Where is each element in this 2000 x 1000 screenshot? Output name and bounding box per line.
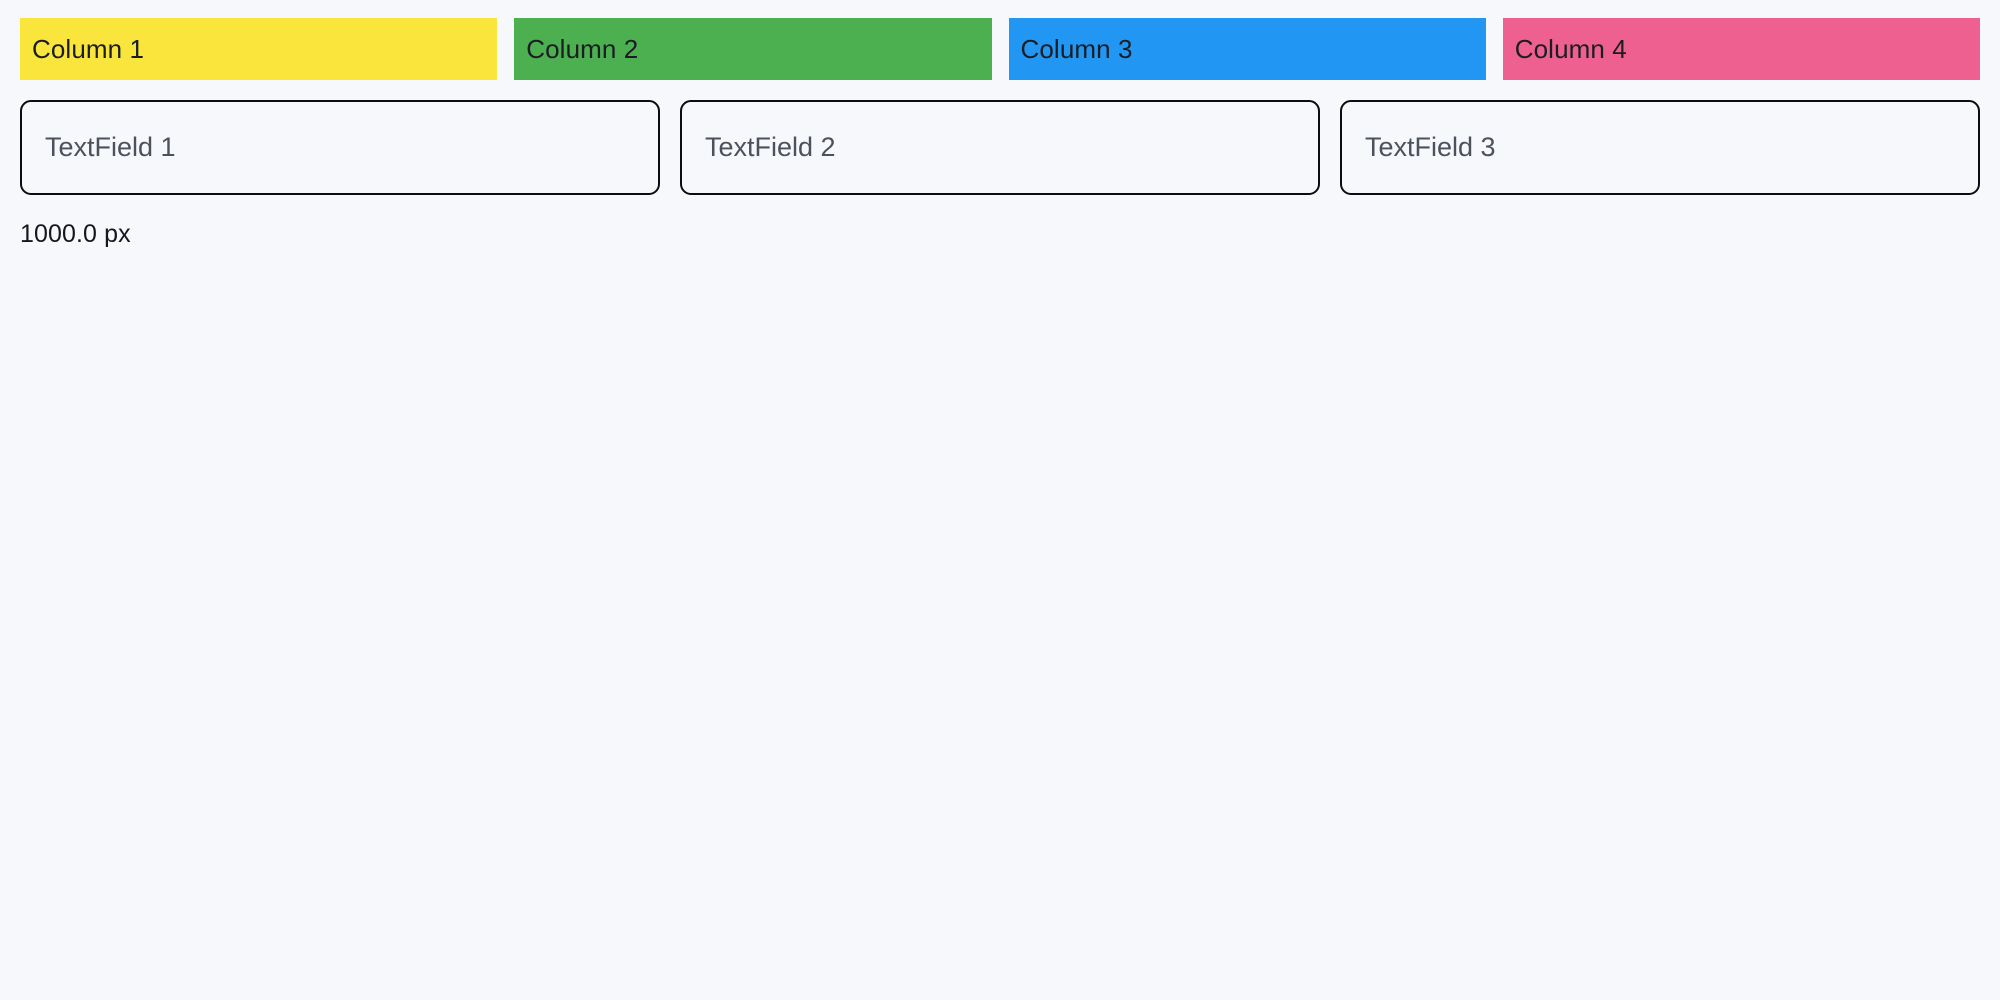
- column-cell-4[interactable]: Column 4: [1502, 18, 1980, 80]
- column-bar-row: Column 1 Column 2 Column 3 Column 4: [20, 18, 1980, 80]
- column-label: Column 3: [1020, 36, 1133, 62]
- column-label: Column 2: [526, 36, 639, 62]
- textfield-2[interactable]: TextField 2: [680, 100, 1320, 195]
- measurement-label: 1000.0 px: [20, 220, 131, 248]
- column-label: Column 4: [1514, 36, 1627, 62]
- textfield-3[interactable]: TextField 3: [1340, 100, 1980, 195]
- column-cell-3[interactable]: Column 3: [1008, 18, 1486, 80]
- textfield-placeholder: TextField 1: [45, 134, 176, 161]
- column-cell-2[interactable]: Column 2: [514, 18, 992, 80]
- textfield-row: TextField 1 TextField 2 TextField 3: [20, 100, 1980, 195]
- column-label: Column 1: [32, 36, 145, 62]
- textfield-placeholder: TextField 2: [705, 134, 836, 161]
- column-cell-1[interactable]: Column 1: [20, 18, 498, 80]
- textfield-placeholder: TextField 3: [1365, 134, 1496, 161]
- textfield-1[interactable]: TextField 1: [20, 100, 660, 195]
